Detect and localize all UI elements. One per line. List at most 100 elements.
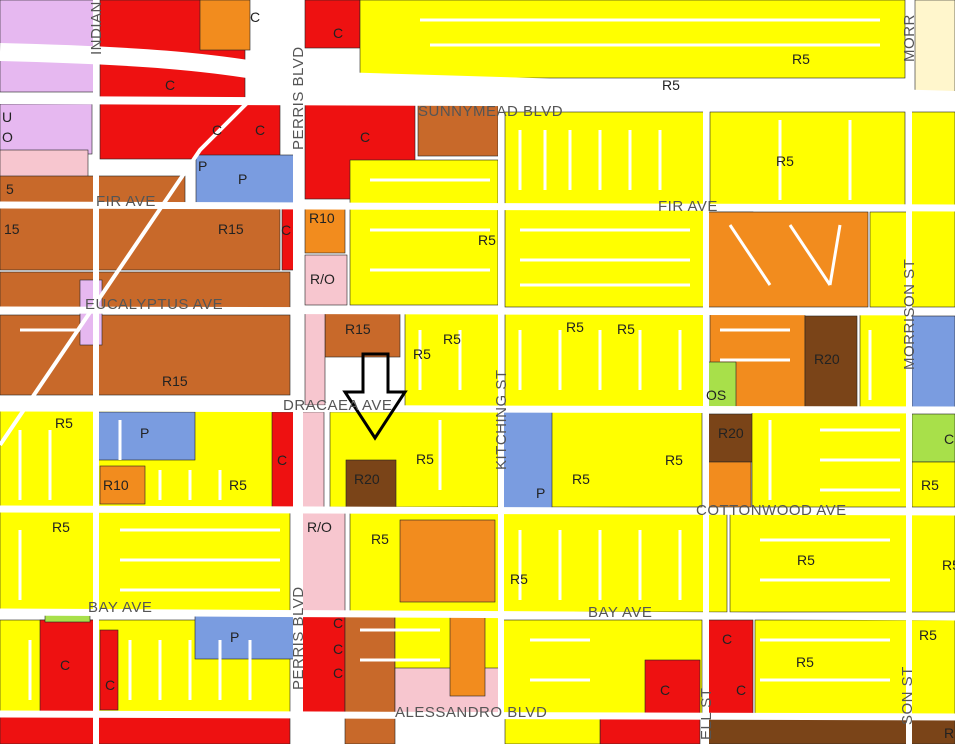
zone-label-r-edge: R [944,725,954,741]
street-label-perris-north: PERRIS BLVD [290,46,307,150]
parcel-r5-sw2 [0,511,291,613]
street-sunnymead [0,96,955,108]
zone-label-os: OS [706,387,726,403]
local-streets [18,18,900,700]
parcel-r5-e6 [501,511,728,613]
zone-label-c: C [105,677,115,693]
parcel-c-s1 [39,619,96,716]
street-fir [0,201,955,212]
parcel-r10-c2 [449,613,486,697]
parcel-low [914,0,955,96]
street-cottonwood [0,505,955,516]
parcel-r10-1 [304,207,346,254]
street-alessandro [0,710,955,721]
zone-label-r20: R20 [814,351,840,367]
street-label-eucalyptus: EUCALYPTUS AVE [85,296,223,313]
zone-label-p: P [198,158,207,174]
zone-label-r5: R5 [510,571,528,587]
zone-label-r5: R5 [566,319,584,335]
zone-label-r5: R5 [776,153,794,169]
parcel-r10-2 [99,465,146,505]
parcel-ro-2 [299,411,325,508]
zone-label-c: C [212,122,222,138]
parcel-r20-4 [704,717,955,744]
parcel-ro-perris [304,309,326,406]
zone-label-r5: R5 [52,519,70,535]
parcel-c-e3 [599,717,701,744]
zone-label-c: C [333,665,343,681]
zone-label-r15: R15 [162,373,188,389]
zone-label-c: C [250,9,260,25]
zone-label-c: C [722,631,732,647]
street-label-fir-east: FIR AVE [658,198,718,215]
parcel-os2 [911,413,955,463]
zone-label-c: C [333,25,343,41]
parcel-c-2 [99,103,281,160]
street-label-alessandro: ALESSANDRO BLVD [395,704,547,721]
freeway [0,43,955,109]
zone-label-r15: R15 [218,221,244,237]
rail-diagonal [0,88,262,447]
parcel-p3 [194,613,296,660]
street-label-son: SON ST [899,666,916,725]
parcel-bp2 [0,103,93,155]
parcel-r5-ne5 [869,211,909,308]
zone-label-c: C [736,682,746,698]
zone-label-p: P [230,629,239,645]
parcel-r5-e2 [859,311,911,408]
zone-label-r5: R5 [796,654,814,670]
zone-label-c: C [360,129,370,145]
zone-label-c: C [333,615,343,631]
parcel-r5-e10 [504,717,601,744]
zone-label-p: P [140,425,149,441]
street-label-morrison: MORRISON ST [901,259,918,370]
zone-label-r5: R5 [229,477,247,493]
zone-label-r10: R10 [103,477,129,493]
parcel-ro-1 [304,254,348,306]
zone-label-r5: R5 [942,557,955,573]
zone-label-c: C [660,682,670,698]
arrow-pointer [342,352,408,441]
parcel-r5-ne3 [709,111,906,208]
parcel-p2 [96,411,196,461]
zone-label-r5: R5 [665,452,683,468]
street-label-bay-west: BAY AVE [88,599,152,616]
zone-label-r5: R5 [413,346,431,362]
zone-label-ro: R/O [310,271,335,287]
parcel-c-top2 [304,0,361,49]
street-eucalyptus [0,306,955,316]
parcel-r15-2 [324,311,401,358]
zone-label-r10: R10 [309,210,335,226]
street-label-cottonwood: COTTONWOOD AVE [696,502,847,519]
zone-label-r5: R5 [371,531,389,547]
zone-label-r5: R5 [662,77,680,93]
zone-label-r5: R5 [617,321,635,337]
street-label-dracaea: DRACAEA AVE [283,397,392,414]
street-bay [0,608,955,621]
street-label-ell: ELL ST [698,688,715,740]
parcel-r10-top [199,0,251,51]
zone-label-r5: R5 [443,331,461,347]
street-labels: SUNNYMEAD BLVD FIR AVE FIR AVE EUCALYPTU… [85,1,918,740]
zone-label-c: C [165,77,175,93]
parcel-r15-w1 [0,175,186,205]
zone-label-r5: R5 [797,552,815,568]
parcel-r20-1 [345,459,397,509]
zone-label-r5: R5 [478,232,496,248]
street-label-fir-west: FIR AVE [96,193,156,210]
parcel-r10-ne [707,211,869,308]
parcel-r10-e2 [705,461,752,508]
parcel-c-e1 [644,659,701,716]
parcel-p5 [911,315,955,409]
street-label-kitching: KITCHING ST [493,369,510,470]
parcel-p1 [195,154,297,204]
zone-label-ro: R/O [307,519,332,535]
parcel-ro-3 [299,511,346,613]
zone-label-r5: R5 [416,451,434,467]
zone-label-r15: R15 [345,321,371,337]
parcel-c-s4 [0,715,291,744]
zone-label-p: P [238,171,247,187]
zone-label-c-edge: C [944,431,954,447]
zone-label-r5: R5 [572,471,590,487]
